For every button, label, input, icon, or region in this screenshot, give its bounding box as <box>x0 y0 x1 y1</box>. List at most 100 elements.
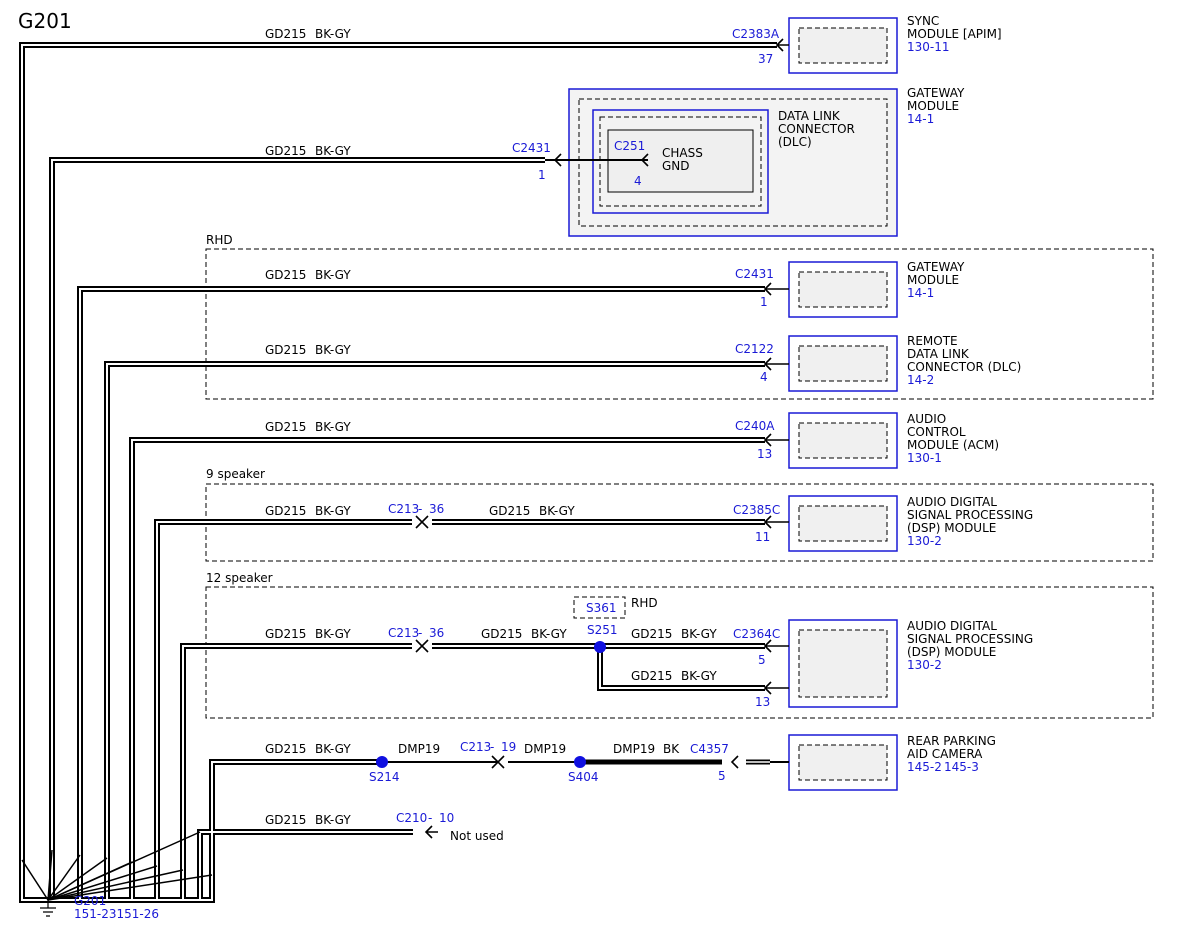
acm-connector: C240A <box>735 419 775 433</box>
c213-36-separator: - <box>418 626 422 640</box>
dsp9-connector: C2385C <box>733 503 780 517</box>
wire-name: GD215 <box>631 627 672 641</box>
chass-line2: GND <box>662 159 690 173</box>
c213-36-connector: C213 <box>388 626 419 640</box>
gateway-top-ref: 14-1 <box>907 112 934 126</box>
remote-dlc-line3: CONNECTOR (DLC) <box>907 360 1021 374</box>
c213-19-pin: 19 <box>501 740 516 754</box>
sync-pin: 37 <box>758 52 773 66</box>
splice-s251[interactable] <box>594 641 606 653</box>
gateway-rhd-line1: GATEWAY <box>907 260 965 274</box>
wire-color: BK-GY <box>315 504 351 518</box>
wire-color: BK-GY <box>315 813 351 827</box>
dmp-wire-name: DMP19 <box>613 742 655 756</box>
gateway-top-pin: 1 <box>538 168 546 182</box>
sync-ref: 130-11 <box>907 40 950 54</box>
dsp9-ref: 130-2 <box>907 534 942 548</box>
gateway-module-top[interactable] <box>568 88 898 237</box>
c213-36-pin: 36 <box>429 502 444 516</box>
rear-camera-module[interactable] <box>788 734 898 791</box>
c210-10-connector: C210 <box>396 811 427 825</box>
wire-name: GD215 <box>265 504 306 518</box>
dsp12-pin-b: 13 <box>755 695 770 709</box>
wire-name: GD215 <box>481 627 522 641</box>
ground-title: G201 <box>18 9 72 33</box>
dsp12-ref: 130-2 <box>907 658 942 672</box>
wire-name: GD215 <box>489 504 530 518</box>
wire-name: GD215 <box>265 343 306 357</box>
gateway-module-rhd[interactable] <box>788 261 898 318</box>
dsp-module-9-speaker[interactable] <box>788 495 898 552</box>
sync-line2: MODULE [APIM] <box>907 27 1002 41</box>
dsp12-line1: AUDIO DIGITAL <box>907 619 997 633</box>
camera-line2: AID CAMERA <box>907 747 983 761</box>
remote-dlc-module[interactable] <box>788 335 898 392</box>
wire-name: GD215 <box>631 669 672 683</box>
dlc-line3: (DLC) <box>778 135 812 149</box>
dsp-module-12-speaker[interactable] <box>788 619 898 708</box>
wire-color: BK-GY <box>681 627 717 641</box>
wire-name: GD215 <box>265 268 306 282</box>
dlc-line1: DATA LINK <box>778 109 841 123</box>
c213-19-separator: - <box>490 740 494 754</box>
chass-pin: 4 <box>634 174 642 188</box>
camera-ref-b: 145-3 <box>944 760 979 774</box>
splice-labels: S251 S361 RHD S214 S404 <box>369 596 658 784</box>
acm-line1: AUDIO <box>907 412 946 426</box>
c213-19-connector: C213 <box>460 740 491 754</box>
wire-color: BK-GY <box>315 144 351 158</box>
acm-module[interactable] <box>788 412 898 469</box>
gateway-top-connector: C2431 <box>512 141 551 155</box>
camera-pin: 5 <box>718 769 726 783</box>
acm-line2: CONTROL <box>907 425 966 439</box>
camera-ref-a: 145-2 <box>907 760 942 774</box>
sync-module[interactable] <box>788 17 898 74</box>
remote-dlc-pin: 4 <box>760 370 768 384</box>
connector-arrows <box>415 38 789 839</box>
rhd-label: RHD <box>206 233 233 247</box>
remote-dlc-line2: DATA LINK <box>907 347 970 361</box>
c213-36-connector: C213 <box>388 502 419 516</box>
dsp9-line2: SIGNAL PROCESSING <box>907 508 1033 522</box>
ground-bottom-label: G201 <box>74 894 106 908</box>
sync-line1: SYNC <box>907 14 939 28</box>
splice-s214-label: S214 <box>369 770 400 784</box>
splice-s404[interactable] <box>574 756 586 768</box>
splice-s251-label: S251 <box>587 623 618 637</box>
twelve-speaker-label: 12 speaker <box>206 571 273 585</box>
remote-dlc-line1: REMOTE <box>907 334 958 348</box>
wire-color: BK-GY <box>315 420 351 434</box>
splice-s214[interactable] <box>376 756 388 768</box>
remote-dlc-connector: C2122 <box>735 342 774 356</box>
dlc-line2: CONNECTOR <box>778 122 855 136</box>
camera-line1: REAR PARKING <box>907 734 996 748</box>
gateway-top-line1: GATEWAY <box>907 86 965 100</box>
nine-speaker-label: 9 speaker <box>206 467 265 481</box>
wire-name: GD215 <box>265 627 306 641</box>
gateway-rhd-ref: 14-1 <box>907 286 934 300</box>
connector-labels: C2383A 37 C2431 1 C251 4 C2431 1 C2122 4… <box>388 27 780 843</box>
wire-name: GD215 <box>265 420 306 434</box>
dsp9-line1: AUDIO DIGITAL <box>907 495 997 509</box>
wire-color: BK-GY <box>315 268 351 282</box>
c210-10-pin: 10 <box>439 811 454 825</box>
wire-color: BK-GY <box>315 27 351 41</box>
gateway-top-line2: MODULE <box>907 99 959 113</box>
splice-s404-label: S404 <box>568 770 599 784</box>
wire-name: GD215 <box>265 742 306 756</box>
camera-connector: C4357 <box>690 742 729 756</box>
ground-harness <box>19 42 789 917</box>
gateway-rhd-pin: 1 <box>760 295 768 309</box>
c213-36-separator: - <box>418 502 422 516</box>
ground-bottom-ref: 151-23151-26 <box>74 907 159 921</box>
module-labels: SYNC MODULE [APIM] 130-11 GATEWAY MODULE… <box>662 14 1033 774</box>
s361-box <box>573 596 626 619</box>
not-used-label: Not used <box>450 829 504 843</box>
wire-color: BK-GY <box>681 669 717 683</box>
gateway-rhd-line2: MODULE <box>907 273 959 287</box>
dmp-wire-name: DMP19 <box>398 742 440 756</box>
acm-ref: 130-1 <box>907 451 942 465</box>
c213-36-pin: 36 <box>429 626 444 640</box>
